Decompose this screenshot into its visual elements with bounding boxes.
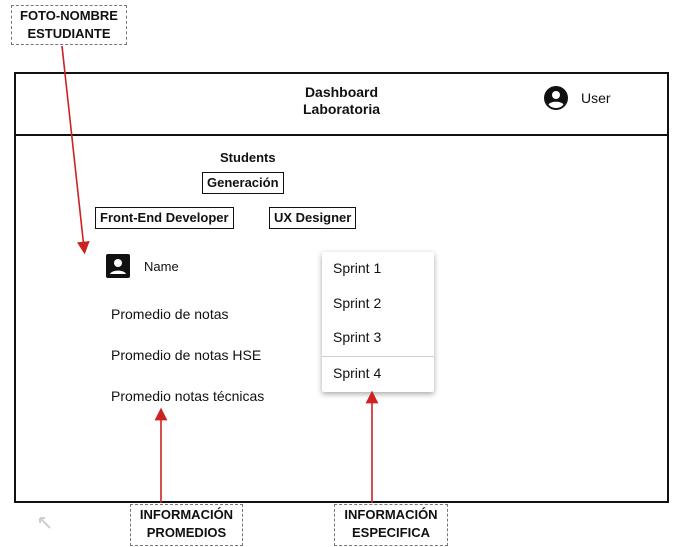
account-circle-icon[interactable] — [544, 86, 568, 110]
user-menu[interactable]: User — [544, 86, 611, 110]
annotation-informacion-promedios: INFORMACIÓN PROMEDIOS — [130, 504, 243, 546]
info-promedio-hse: Promedio de notas HSE — [111, 347, 262, 363]
students-label: Students — [220, 150, 276, 165]
annotation-promedios-line1: INFORMACIÓN — [139, 507, 234, 522]
track-ux-designer-button[interactable]: UX Designer — [269, 207, 357, 229]
account-box-icon — [106, 254, 130, 278]
annotation-especifica-line2: ESPECIFICA — [351, 525, 430, 540]
annotation-foto-nombre: FOTO-NOMBRE ESTUDIANTE — [11, 5, 127, 45]
annotation-foto-nombre-line2: ESTUDIANTE — [27, 26, 111, 41]
user-label[interactable]: User — [581, 90, 611, 106]
page-title: Dashboard Laboratoria — [16, 84, 667, 118]
sprint-menu-item-2[interactable]: Sprint 2 — [333, 294, 382, 311]
header: Dashboard Laboratoria User — [16, 74, 667, 136]
generation-button[interactable]: Generación — [202, 172, 284, 194]
sprint-dropdown-menu: Sprint 1 Sprint 2 Sprint 3 Sprint 4 — [322, 252, 434, 392]
annotation-informacion-especifica: INFORMACIÓN ESPECIFICA — [334, 504, 448, 546]
title-line1: Dashboard — [304, 84, 379, 100]
title-line2: Laboratoria — [302, 101, 380, 117]
info-promedio-tecnicas: Promedio notas técnicas — [111, 388, 265, 404]
annotation-especifica-line1: INFORMACIÓN — [344, 507, 438, 522]
info-promedio-notas: Promedio de notas — [111, 306, 229, 322]
resize-arrow-icon — [39, 517, 51, 529]
annotation-foto-nombre-line1: FOTO-NOMBRE — [20, 8, 118, 23]
student-row[interactable]: Name — [106, 254, 179, 278]
dashboard-frame: Dashboard Laboratoria User Students Gene… — [14, 72, 669, 503]
sprint-menu-item-3[interactable]: Sprint 3 — [333, 329, 382, 345]
student-name: Name — [144, 258, 179, 274]
sprint-menu-item-4[interactable]: Sprint 4 — [322, 355, 434, 391]
track-front-end-button[interactable]: Front-End Developer — [95, 207, 234, 229]
annotation-promedios-line2: PROMEDIOS — [146, 525, 227, 540]
sprint-menu-item-1[interactable]: Sprint 1 — [333, 260, 382, 276]
